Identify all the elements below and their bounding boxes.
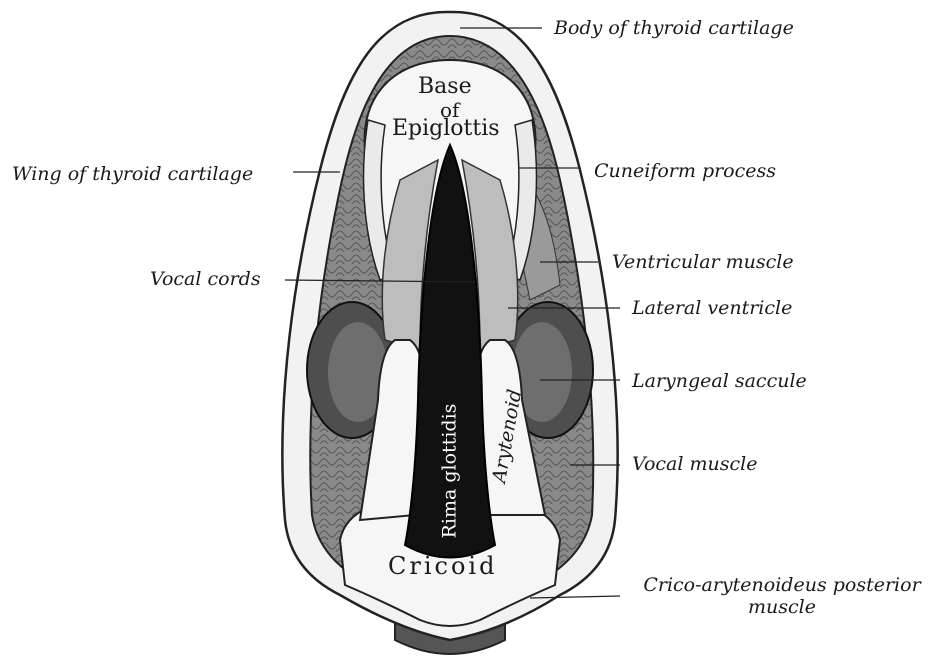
label-cuneiform: Cuneiform process [594,160,777,182]
label-crico-line2: muscle [748,596,816,618]
label-rima-glottidis: Rima glottidis [438,403,461,539]
label-crico-arytenoideus: Crico-arytenoideus posterior muscle [626,574,938,618]
label-wing-thyroid: Wing of thyroid cartilage [12,163,254,185]
label-vocal-muscle: Vocal muscle [632,453,758,475]
leader-lines [284,27,621,599]
label-cricoid: Cricoid [388,552,498,580]
label-of: of [440,98,460,122]
label-ventricular-muscle: Ventricular muscle [612,251,794,273]
label-lateral-ventricle: Lateral ventricle [632,297,793,319]
label-base: Base [418,74,472,99]
label-epiglottis: Epiglottis [392,116,500,141]
label-crico-line1: Crico-arytenoideus posterior [643,574,921,596]
label-body-thyroid: Body of thyroid cartilage [554,17,794,39]
rima-glottidis [403,142,497,559]
label-vocal-cords: Vocal cords [150,268,261,290]
label-laryngeal-saccule: Laryngeal saccule [632,370,807,392]
